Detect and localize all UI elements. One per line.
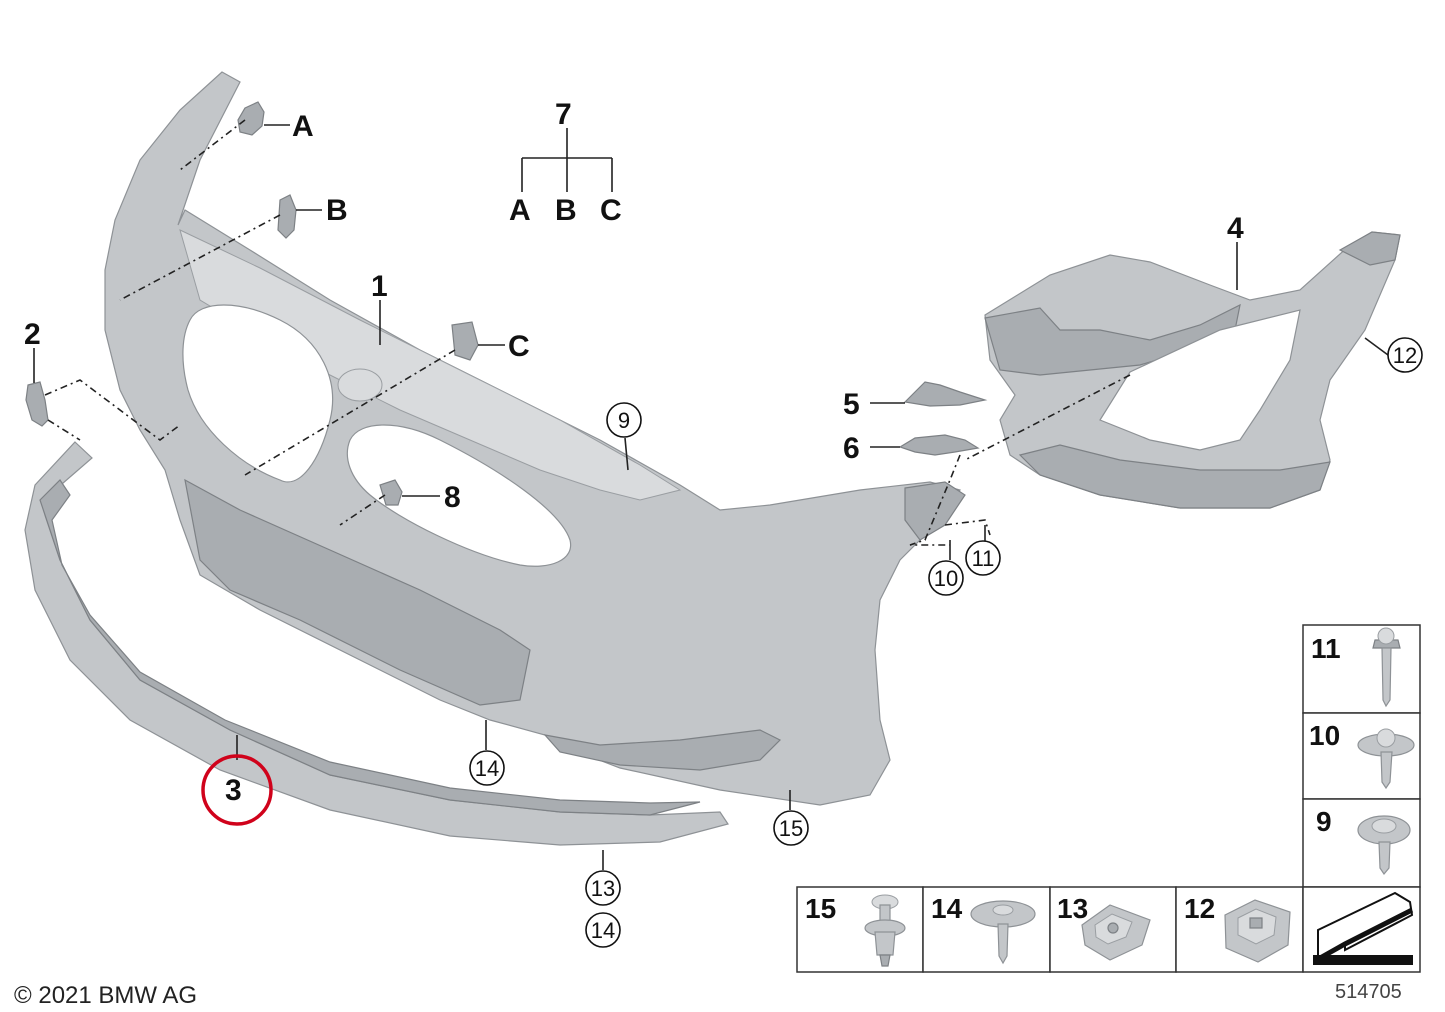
clip-c[interactable] <box>451 321 479 361</box>
highlight-ring <box>201 754 273 826</box>
fastener-grid-column: 11 10 9 <box>1302 624 1421 888</box>
label-7: 7 <box>555 98 572 131</box>
circled-10: 10 <box>928 560 964 596</box>
label-c: C <box>508 330 530 363</box>
flange-bolt-icon <box>1357 728 1415 790</box>
svg-text:10: 10 <box>934 566 958 591</box>
label-3: 3 <box>225 774 242 807</box>
bracket-part-2[interactable] <box>25 381 49 427</box>
fastener-label-11: 11 <box>1311 633 1341 664</box>
tree-label-c: C <box>600 194 622 227</box>
svg-text:14: 14 <box>591 918 615 943</box>
flat-head-bolt-icon <box>970 900 1036 965</box>
fastener-cell-15[interactable]: 15 <box>805 893 906 967</box>
leader-lines <box>33 124 1389 870</box>
svg-text:9: 9 <box>618 408 630 433</box>
copyright-text: © 2021 BMW AG <box>14 982 197 1009</box>
circled-12: 12 <box>1387 337 1423 373</box>
fastener-cell-12[interactable]: 12 <box>1184 893 1291 963</box>
fastener-cell-11[interactable]: 11 <box>1311 627 1401 708</box>
label-a: A <box>292 110 314 143</box>
clip-nut-icon <box>1224 899 1291 963</box>
lower-spoiler-part-3[interactable] <box>24 441 729 846</box>
clip-b[interactable] <box>277 194 297 239</box>
fastener-label-9: 9 <box>1316 806 1332 837</box>
svg-text:15: 15 <box>779 816 803 841</box>
label-b: B <box>326 194 348 227</box>
svg-text:13: 13 <box>591 876 615 901</box>
fastener-label-12: 12 <box>1184 893 1215 924</box>
bumper-carrier-part-4[interactable] <box>984 231 1401 509</box>
tree-label-a: A <box>509 194 531 227</box>
label-6: 6 <box>843 432 860 465</box>
bracket-part-5[interactable] <box>903 381 988 407</box>
screw-icon <box>1372 627 1401 708</box>
label-1: 1 <box>371 270 388 303</box>
circled-11: 11 <box>965 540 1001 576</box>
label-5: 5 <box>843 388 860 421</box>
circled-14-low: 14 <box>585 912 621 948</box>
svg-text:12: 12 <box>1393 343 1417 368</box>
washer-bolt-icon <box>1357 815 1411 876</box>
fastener-label-13: 13 <box>1057 893 1088 924</box>
assembly-lines <box>44 119 1131 546</box>
svg-text:14: 14 <box>475 756 499 781</box>
cover-part-8[interactable] <box>379 479 403 506</box>
clip-a[interactable] <box>237 101 265 136</box>
fastener-label-14: 14 <box>931 893 963 924</box>
fastener-grid-row: 15 14 13 <box>796 886 1421 973</box>
circled-callouts: 9 12 10 11 14 15 13 14 <box>469 337 1423 948</box>
fastener-label-15: 15 <box>805 893 836 924</box>
bumper-panel-part-1[interactable] <box>104 71 966 806</box>
circled-9: 9 <box>606 402 642 438</box>
fastener-cell-10[interactable]: 10 <box>1309 720 1415 790</box>
callout-labels: A B C 7 A B C 1 2 3 4 5 6 8 <box>24 98 1244 807</box>
fastener-label-10: 10 <box>1309 720 1340 751</box>
spring-nut-icon <box>1081 904 1151 961</box>
svg-text:11: 11 <box>972 546 995 571</box>
fastener-cell-9[interactable]: 9 <box>1316 806 1411 876</box>
circled-14-mid: 14 <box>469 750 505 786</box>
fastener-cell-13[interactable]: 13 <box>1057 893 1151 961</box>
label-8: 8 <box>444 481 461 514</box>
circled-13: 13 <box>585 870 621 906</box>
circled-15: 15 <box>773 810 809 846</box>
diagram-id: 514705 <box>1335 981 1402 1003</box>
catalog-arrow-icon[interactable] <box>1313 891 1414 965</box>
push-rivet-icon <box>864 894 906 967</box>
tree-label-b: B <box>555 194 577 227</box>
fastener-cell-14[interactable]: 14 <box>931 893 1036 965</box>
label-2: 2 <box>24 318 41 351</box>
label-4: 4 <box>1227 212 1244 245</box>
bracket-part-6[interactable] <box>898 434 980 456</box>
